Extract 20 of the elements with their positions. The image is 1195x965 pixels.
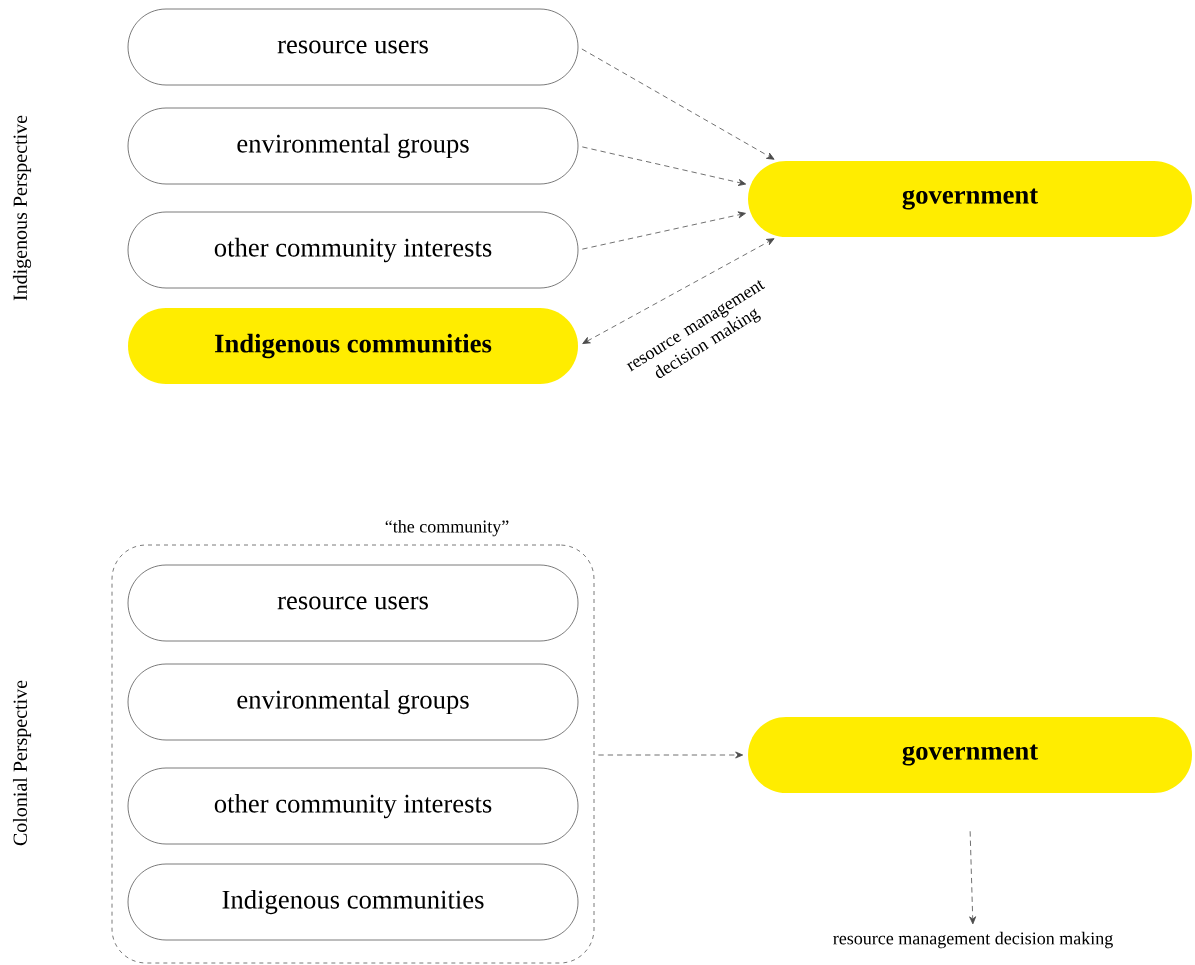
pill-box: resource users [127, 8, 579, 86]
pill-box: other community interests [127, 211, 579, 289]
pill-box: environmental groups [127, 663, 579, 741]
group-heading: “the community” [385, 519, 509, 537]
highlighted-pill-box: government [748, 717, 1192, 793]
arrow [582, 238, 775, 344]
side-label: Colonial Perspective [12, 680, 32, 846]
pill-box: Indigenous communities [127, 863, 579, 941]
arrow [581, 146, 747, 186]
arrow [598, 751, 744, 759]
arrow [969, 830, 977, 925]
pill-box: environmental groups [127, 107, 579, 185]
highlighted-pill-box: government [748, 161, 1192, 237]
arrow [581, 48, 775, 160]
outcome-text: resource management decision making [833, 931, 1113, 949]
highlighted-pill-box: Indigenous communities [128, 308, 578, 384]
side-label: Indigenous Perspective [12, 115, 32, 301]
pill-box: resource users [127, 564, 579, 642]
arrow [581, 211, 746, 250]
pill-box: other community interests [127, 767, 579, 845]
